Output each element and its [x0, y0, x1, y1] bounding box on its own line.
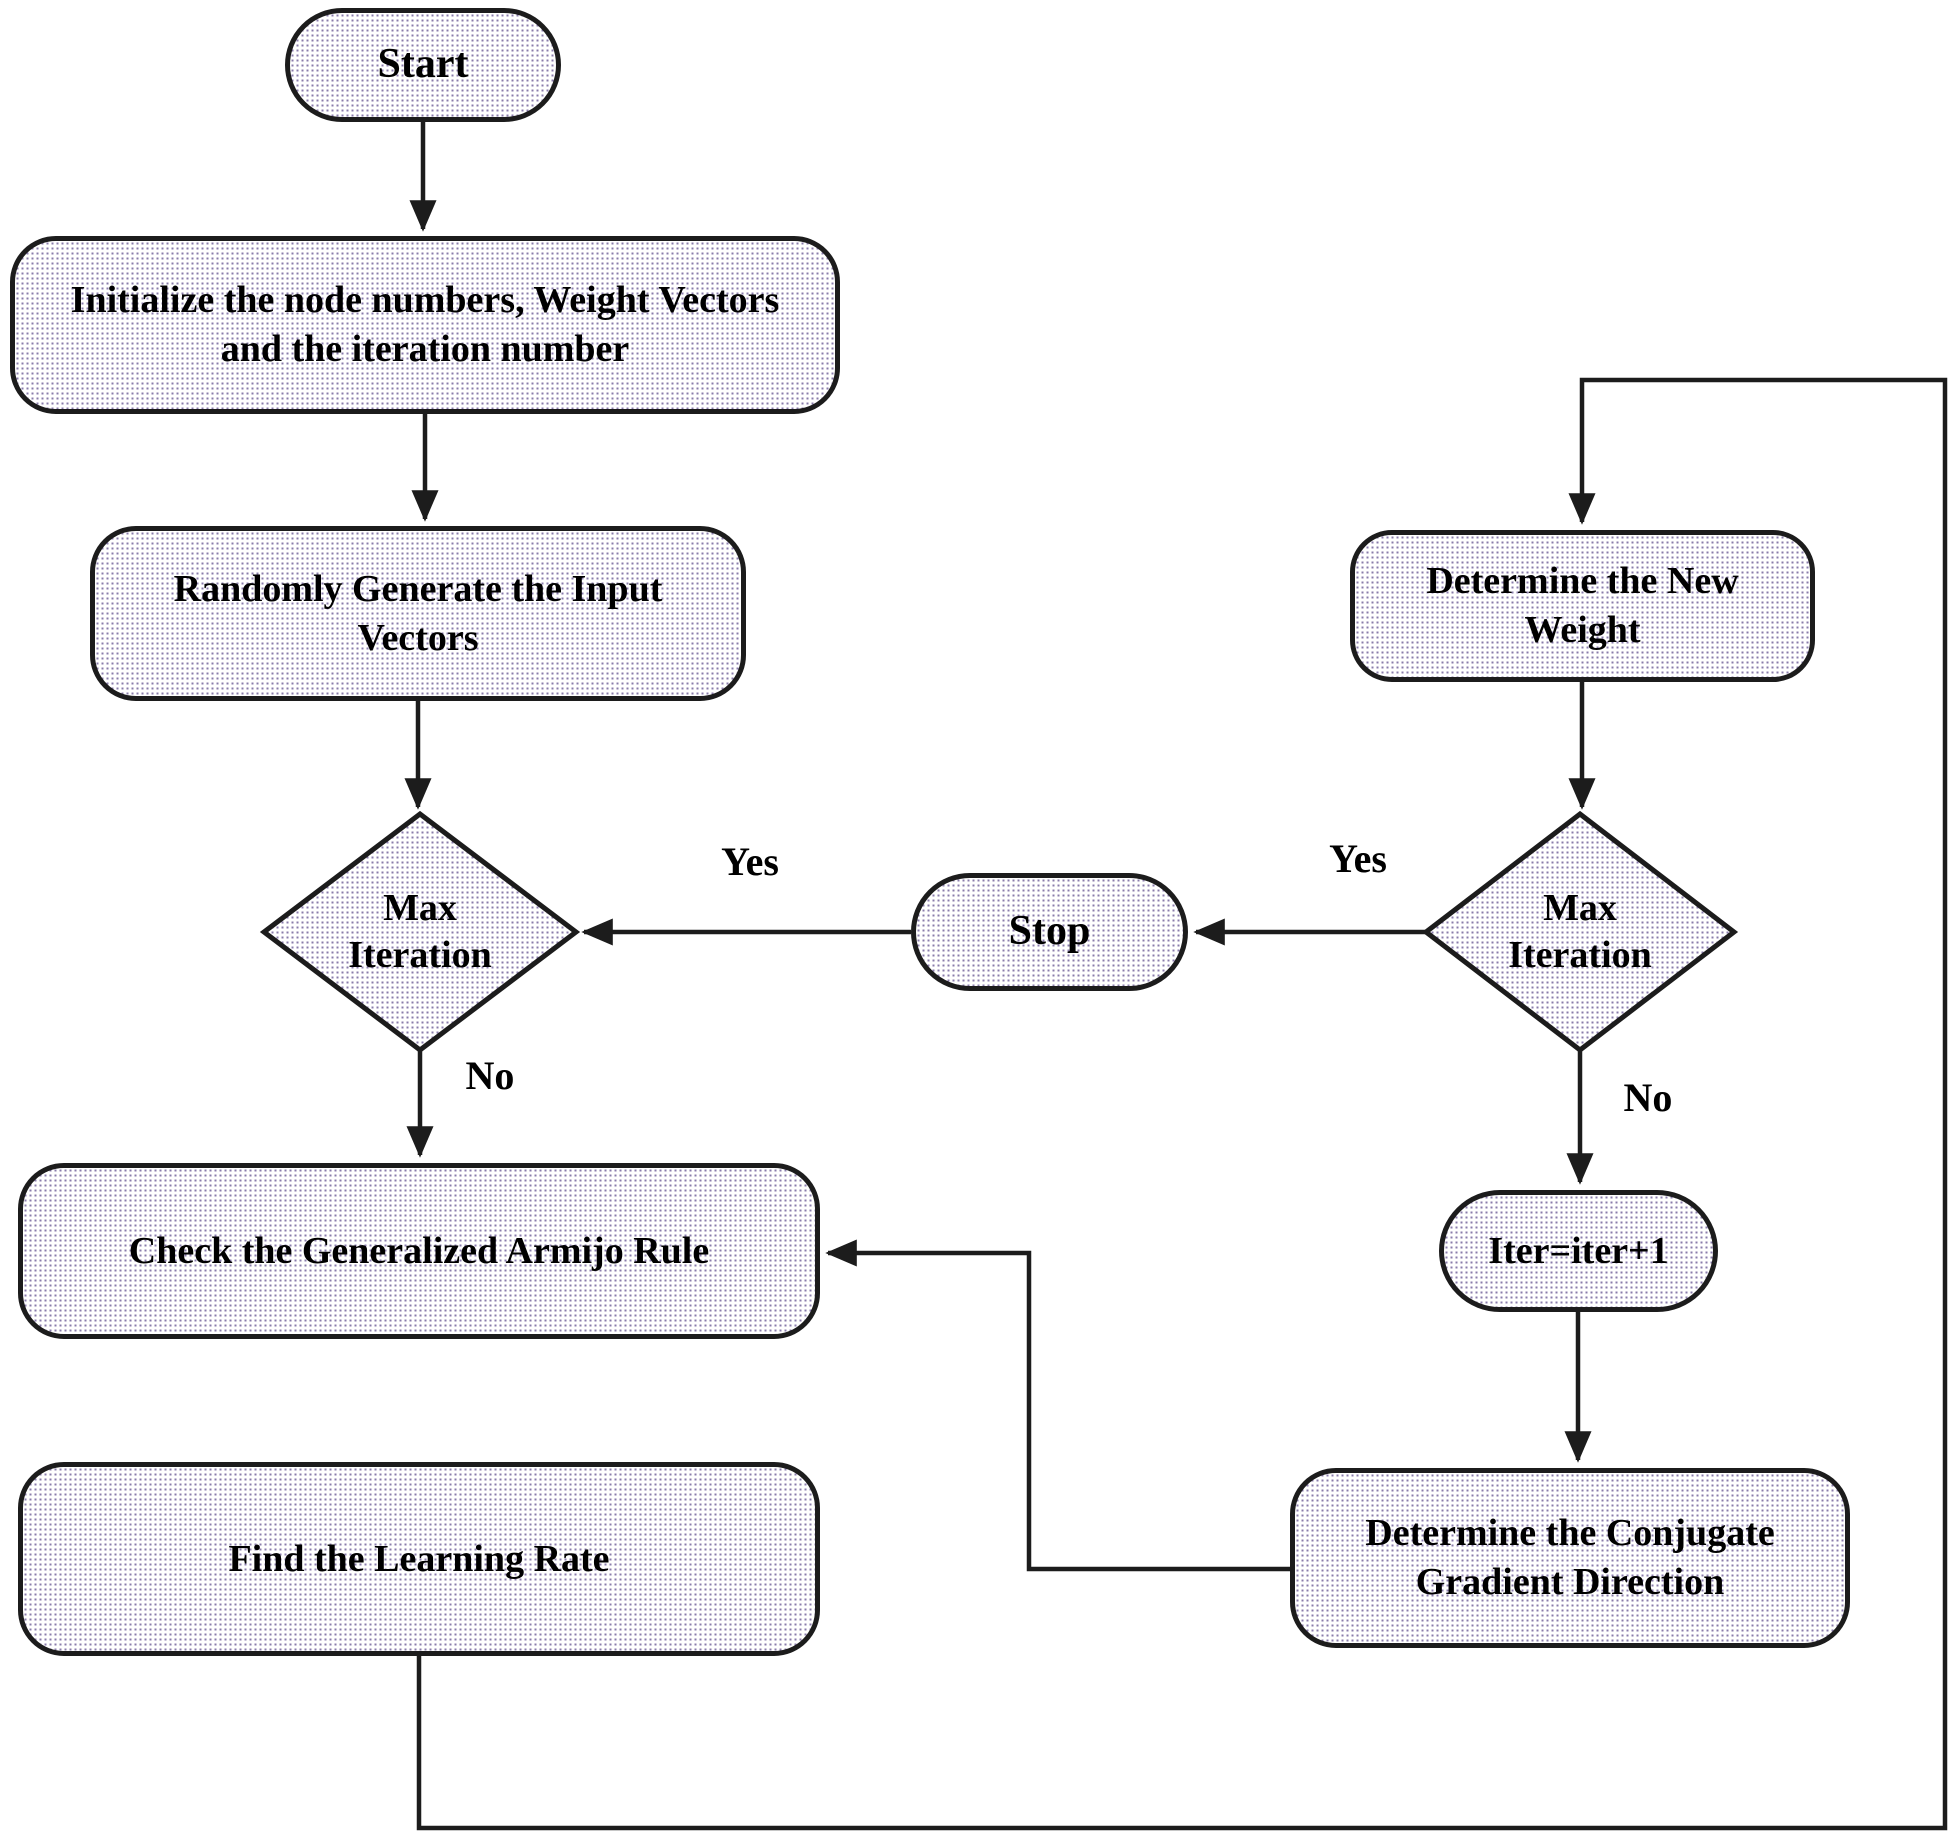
node-check-armijo-rule: Check the Generalized Armijo Rule: [18, 1163, 820, 1339]
decision-max-iteration-right-label: Max Iteration: [1508, 886, 1652, 977]
node-find-learning-rate: Find the Learning Rate: [18, 1462, 820, 1656]
edge-learningrate-loop-to-newweight: [416, 377, 1948, 1831]
edge-label-no-left: No: [465, 1053, 515, 1098]
edge-conjugate-to-armijo: [825, 1239, 1290, 1572]
node-iter-increment: Iter=iter+1: [1439, 1190, 1718, 1312]
edge-label-no-right: No: [1623, 1075, 1673, 1120]
node-random-input: Randomly Generate the Input Vectors: [90, 526, 746, 701]
node-start: Start: [285, 8, 561, 122]
node-initialize: Initialize the node numbers, Weight Vect…: [10, 236, 840, 414]
edge-label-yes-right: Yes: [1329, 836, 1387, 881]
decision-max-iteration-right-shape: [1421, 810, 1739, 1054]
edge-label-yes-left: Yes: [721, 839, 779, 884]
node-stop: Stop: [911, 873, 1188, 991]
node-determine-new-weight: Determine the New Weight: [1350, 530, 1815, 682]
decision-max-iteration-left-shape: [259, 810, 581, 1054]
decision-max-iteration-left-label: Max Iteration: [348, 886, 492, 977]
node-conjugate-gradient: Determine the Conjugate Gradient Directi…: [1290, 1468, 1850, 1648]
